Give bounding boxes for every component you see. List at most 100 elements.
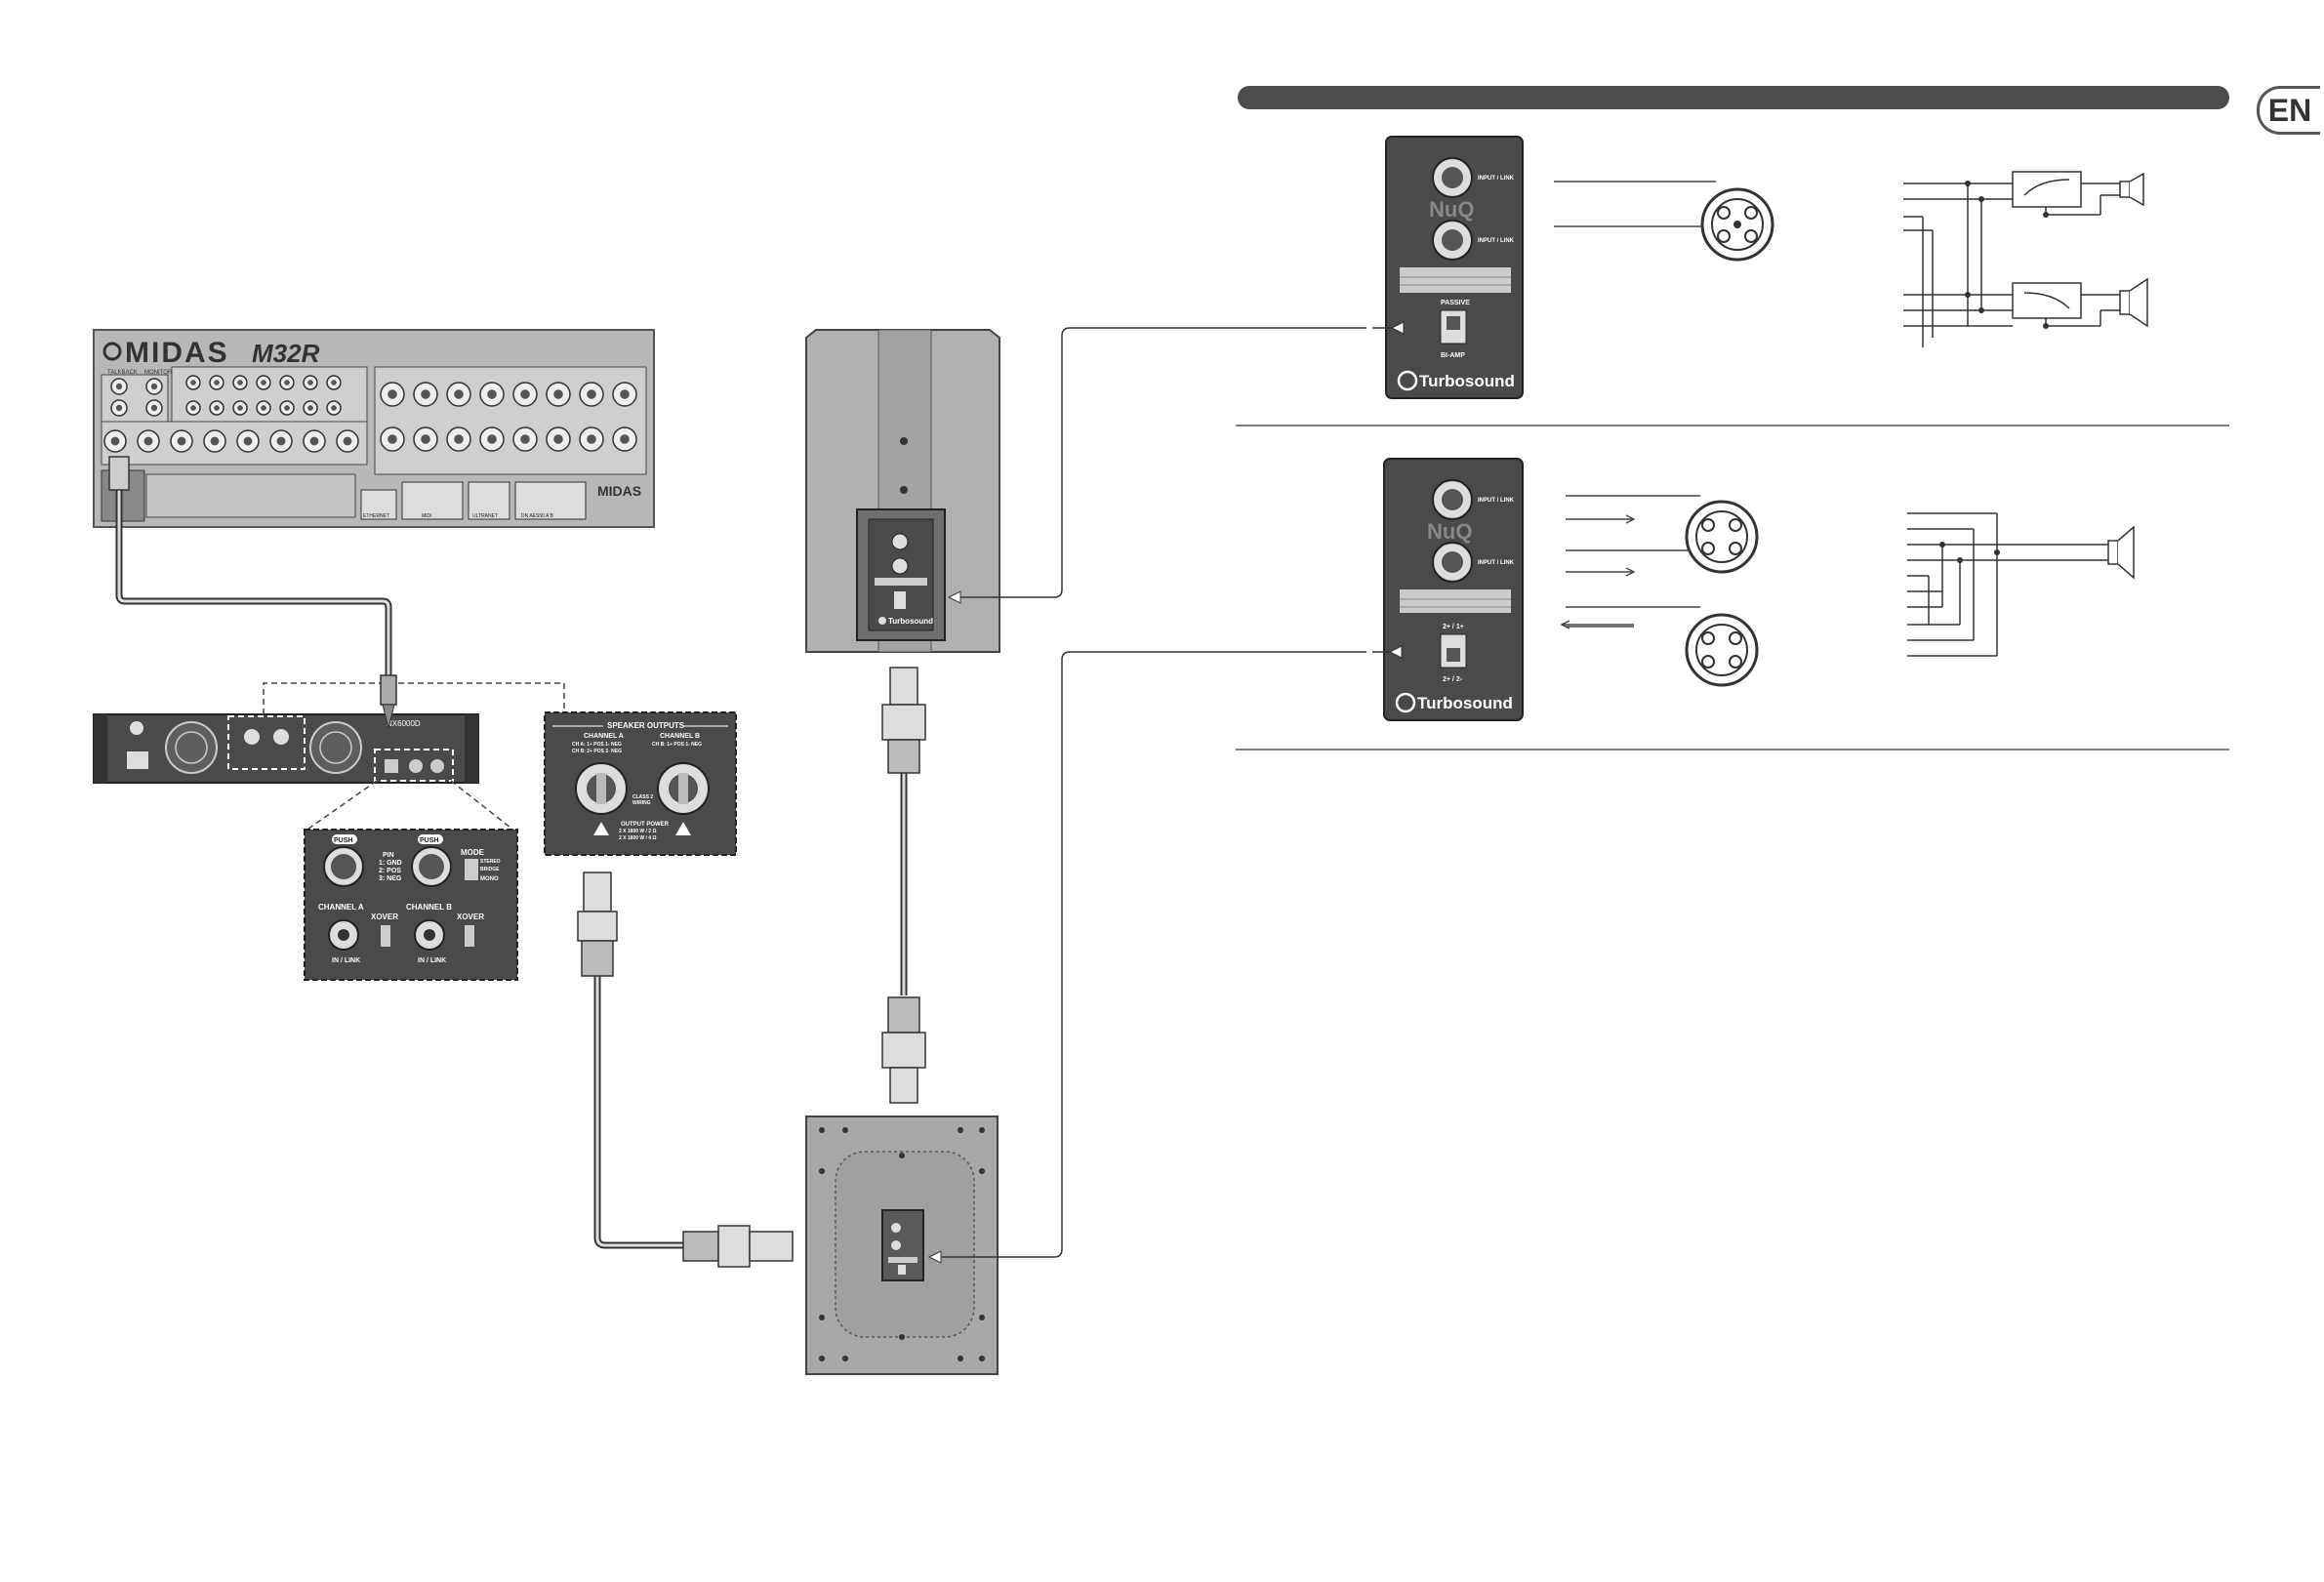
amp-channel-b: CHANNEL B: [406, 903, 452, 912]
subwoofer-cabinet: [805, 1116, 999, 1375]
mixer-jack-array: [103, 375, 637, 453]
input-panel-top: INPUT / LINK NuQ INPUT / LINK PASSIVE BI…: [1385, 136, 1524, 399]
speaker-outputs-detail: SPEAKER OUTPUTS CHANNEL A CH A: 1+ POS 1…: [544, 711, 737, 856]
monitor-jack-center: [150, 404, 158, 412]
aux-jack-center: [331, 405, 337, 411]
amp-mode-stereo: STEREO: [480, 859, 501, 865]
aux-jack-center: [214, 380, 220, 385]
cabinet-screw: [819, 1356, 825, 1361]
xlr-out-jack-center: [210, 436, 220, 446]
mixer-port-aes50: DN AES50 A B: [521, 513, 553, 519]
speaker-cabinet: Turbosound: [805, 329, 1000, 653]
aux-jack-center: [284, 405, 290, 411]
speaker-ch-a-line2: CH B: 2+ POS 2- NEG: [572, 749, 622, 754]
aux-jack-center: [237, 405, 243, 411]
language-badge: EN: [2257, 86, 2320, 135]
speaker-outputs-title: SPEAKER OUTPUTS: [607, 721, 685, 730]
cabinet-screw: [979, 1168, 985, 1174]
cabinet-screw: [899, 1153, 905, 1158]
mixer-logo-small: MIDAS: [597, 483, 641, 499]
panel-bottom-switch-top: 2+ / 1+: [1443, 624, 1464, 630]
cabinet-screw: [819, 1168, 825, 1174]
input-panel-bottom: INPUT / LINK NuQ INPUT / LINK 2+ / 1+ 2+…: [1383, 458, 1524, 721]
cabinet-screw: [819, 1315, 825, 1320]
mixer-m32r: MIDAS M32R TALKBACK MONITOR ETHERNET MID…: [93, 329, 655, 528]
xlr-in-jack-center: [421, 389, 430, 399]
cabinet-screw: [819, 1127, 825, 1133]
panel-bottom-switch-bottom: 2+ / 2-: [1443, 676, 1463, 683]
xlr-out-jack-center: [309, 436, 319, 446]
panel-bottom-input-link-1: INPUT / LINK: [1478, 498, 1515, 504]
xlr-in-jack-center: [387, 389, 397, 399]
xlr-in-jack-center: [587, 434, 596, 444]
aux-jack-center: [307, 405, 313, 411]
turbosound-logo-icon-2: [1395, 692, 1416, 713]
xlr-out-jack-center: [143, 436, 153, 446]
amp-mode-bridge: BRIDGE: [480, 867, 500, 872]
aux-jack-center: [284, 380, 290, 385]
turbosound-logo-icon: [1397, 370, 1418, 391]
speakon-plug-amp: [577, 872, 618, 977]
mixer-model: M32R: [252, 339, 320, 368]
aux-jack-center: [331, 380, 337, 385]
aux-jack-center: [261, 380, 266, 385]
speakon-plug-speaker: [881, 667, 926, 774]
speakon-pinout-top: [1554, 181, 1774, 262]
xlr-in-jack-center: [620, 389, 630, 399]
amp-in-link-a: IN / LINK: [332, 957, 360, 964]
fullrange-driver-icon: [2107, 540, 2119, 565]
mixer-brand: MIDAS: [125, 337, 229, 369]
amp-mode-mono: MONO: [480, 876, 499, 882]
mixer-section-talkback: TALKBACK: [107, 370, 138, 376]
amp-in-link-b: IN / LINK: [418, 957, 446, 964]
talkback-jack-center: [115, 383, 123, 390]
panel-top-input-link-2: INPUT / LINK: [1478, 238, 1515, 244]
panel-top-switch-top: PASSIVE: [1441, 300, 1470, 306]
woofer-icon: [2119, 290, 2131, 315]
tweeter-icon: [2119, 181, 2131, 198]
xlr-in-jack-center: [620, 434, 630, 444]
panel-bottom-brand: Turbosound: [1417, 694, 1513, 712]
xlr-in-jack-center: [487, 434, 497, 444]
panel-top-logo: NuQ: [1429, 197, 1474, 222]
cabinet-screw: [979, 1315, 985, 1320]
monitor-jack-center: [115, 404, 123, 412]
xlr-out-jack-center: [243, 436, 253, 446]
cabinet-screw: [979, 1356, 985, 1361]
amp-fan-left: [165, 721, 218, 774]
speakon-plug-link: [881, 996, 926, 1104]
speaker-power-line2: 2 X 1800 W / 4 Ω: [619, 835, 656, 841]
mixer-port-midi: MIDI: [422, 513, 432, 519]
aux-jack-center: [190, 380, 196, 385]
amp-channel-a: CHANNEL A: [318, 903, 364, 912]
cabinet-screw: [958, 1127, 963, 1133]
speaker-power-title: OUTPUT POWER: [621, 822, 670, 828]
panel-bottom-logo: NuQ: [1427, 519, 1472, 544]
aux-jack-center: [237, 380, 243, 385]
xlr-in-jack-center: [587, 389, 596, 399]
amp-model: NX6000D: [387, 719, 421, 728]
wiring-schematic-bottom: [1907, 512, 2135, 657]
header-bar: [1238, 86, 2229, 109]
amp-mode-label: MODE: [461, 848, 485, 857]
mixer-section-monitor: MONITOR: [144, 370, 173, 376]
xlr-in-jack-center: [454, 434, 464, 444]
speaker-ch-a-title: CHANNEL A: [584, 733, 624, 740]
speaker-small-brand: Turbosound: [888, 617, 933, 626]
xlr-out-jack-center: [110, 436, 120, 446]
wiring-schematic-top: [1903, 171, 2148, 347]
xlr-in-jack-center: [387, 434, 397, 444]
amp-xover-a: XOVER: [371, 913, 398, 921]
aux-jack-center: [214, 405, 220, 411]
cabinet-screw: [842, 1127, 848, 1133]
mixer-port-ethernet: ETHERNET: [363, 513, 389, 519]
speakon-pinout-bottom: [1560, 495, 1759, 687]
amp-push-a: PUSH: [334, 837, 352, 844]
midas-logo-icon: [102, 342, 122, 361]
speaker-ch-a-line1: CH A: 1+ POS 1- NEG: [572, 742, 622, 748]
speaker-ch-b-line1: CH B: 1+ POS 1- NEG: [652, 742, 702, 748]
mixer-port-ultranet: ULTRANET: [472, 513, 498, 519]
